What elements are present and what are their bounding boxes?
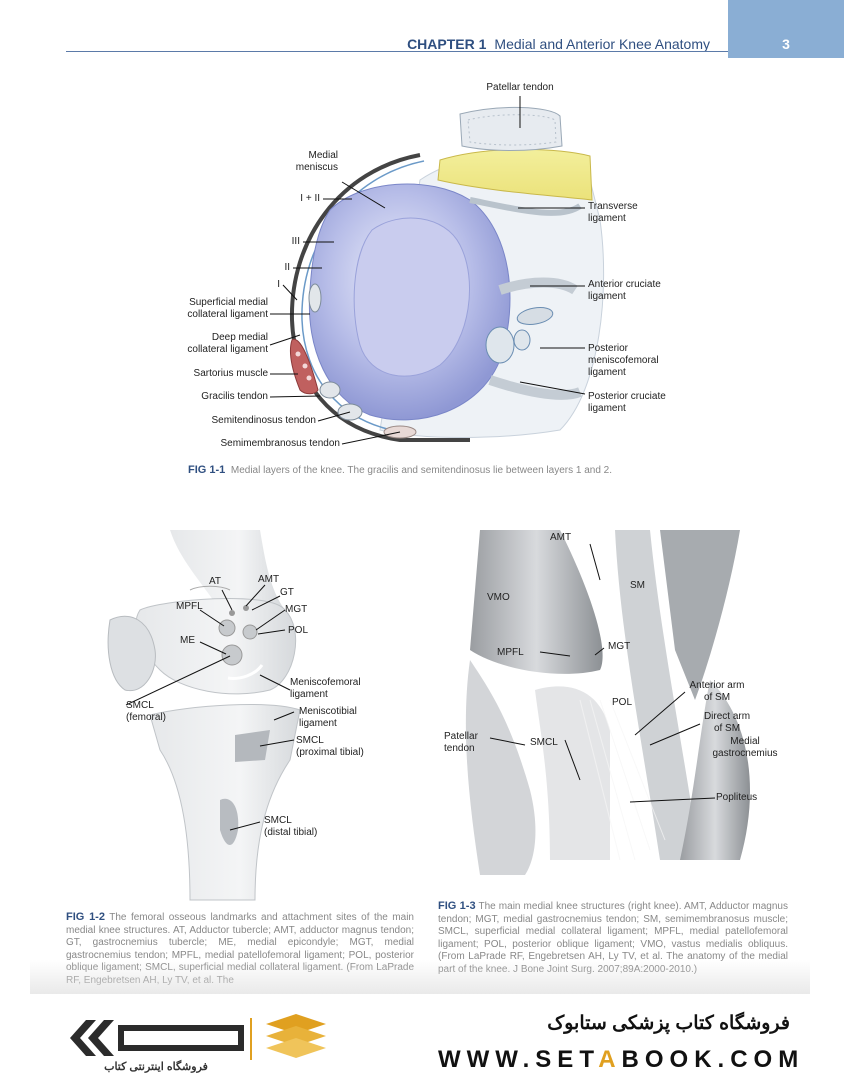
logo-subtitle: فروشگاه اینترنتی کتاب (104, 1061, 208, 1073)
fig1-caption-text: Medial layers of the knee. The gracilis … (230, 465, 613, 476)
label-smcl-distal-2: (distal tibial) (264, 827, 318, 838)
label-gt: GT (280, 587, 294, 598)
label-pol: POL (612, 697, 633, 708)
store-name: فروشگاه کتاب پزشکی ستابوک (547, 1013, 790, 1034)
label-transverse-1: Transverse (588, 201, 638, 212)
label-pcl-1: Posterior cruciate (588, 391, 666, 402)
label-mtl-2: ligament (299, 718, 337, 729)
label-direct-arm-1: Direct arm (703, 711, 751, 722)
chapter-label: CHAPTER 1 (407, 36, 487, 52)
label-patellar-tendon: Patellar tendon (486, 82, 554, 93)
label-smcl-1: Superficial medial (189, 297, 268, 308)
label-semitendinosus: Semitendinosus tendon (211, 415, 316, 426)
label-mgt: MGT (608, 641, 631, 652)
label-gracilis: Gracilis tendon (201, 391, 268, 402)
label-mfl-2: ligament (290, 689, 328, 700)
label-medial-meniscus-1: Medial (308, 150, 338, 161)
label-anterior-arm-2: of SM (703, 692, 731, 703)
label-smcl-femoral-1: SMCL (126, 700, 154, 711)
footer-fade (30, 960, 810, 1000)
label-patellar-1: Patellar (444, 731, 478, 742)
label-pcl-2: ligament (588, 403, 626, 414)
fig1-caption: FIG 1-1 Medial layers of the knee. The g… (188, 464, 788, 478)
header-rule (66, 51, 728, 52)
label-pmfl-1: Posterior (588, 343, 629, 354)
label-layer-iii: III (291, 236, 300, 247)
label-acl-1: Anterior cruciate (588, 279, 661, 290)
footer-band (0, 994, 844, 1080)
label-smcl-proximal-2: (proximal tibial) (296, 747, 364, 758)
fig2-illustration (107, 530, 301, 901)
setabook-logo (70, 1014, 326, 1060)
label-layer-i-ii: I + II (300, 193, 320, 204)
label-mfl-1: Meniscofemoral (290, 677, 361, 688)
label-smcl-femoral-2: (femoral) (126, 712, 167, 723)
label-mpfl: MPFL (497, 647, 524, 658)
label-patellar-2: tendon (444, 743, 475, 754)
label-layer-i: I (277, 279, 280, 290)
label-amt: AMT (550, 532, 572, 543)
label-vmo: VMO (487, 592, 510, 603)
page-number: 3 (782, 36, 790, 52)
label-pmfl-2: meniscofemoral (588, 355, 659, 366)
label-amt: AMT (258, 574, 280, 585)
fig2-caption-label: FIG 1-2 (66, 911, 105, 923)
running-header: CHAPTER 1 Medial and Anterior Knee Anatom… (310, 36, 710, 52)
label-smcl-distal-1: SMCL (264, 815, 292, 826)
label-medial-meniscus-2: meniscus (295, 162, 338, 173)
label-layer-ii: II (284, 262, 290, 273)
label-anterior-arm-1: Anterior arm (689, 680, 745, 691)
label-mtl-1: Meniscotibial (299, 706, 357, 717)
label-at: AT (209, 576, 222, 587)
label-popliteus: Popliteus (716, 792, 758, 803)
label-pmfl-3: ligament (588, 367, 626, 378)
label-acl-2: ligament (588, 291, 626, 302)
label-direct-arm-2: of SM (713, 723, 741, 734)
label-pol: POL (288, 625, 309, 636)
fig3-illustration (465, 530, 750, 875)
label-me: ME (180, 635, 195, 646)
label-dmcl-2: collateral ligament (187, 344, 268, 355)
store-url[interactable]: WWW.SETABOOK.COM (438, 1046, 798, 1074)
store-url-part1: WWW.SET (438, 1046, 599, 1073)
fig3-caption-label: FIG 1-3 (438, 900, 476, 912)
label-sm: SM (630, 580, 645, 591)
label-mgt: MGT (285, 604, 308, 615)
store-url-part2: BOOK.COM (621, 1046, 805, 1073)
page-number-tab (728, 0, 844, 58)
label-smcl: SMCL (530, 737, 558, 748)
label-dmcl-1: Deep medial (211, 332, 268, 343)
label-sartorius: Sartorius muscle (193, 368, 268, 379)
label-smcl-proximal-1: SMCL (296, 735, 324, 746)
store-url-accent: A (598, 1046, 622, 1073)
label-transverse-2: ligament (588, 213, 626, 224)
chapter-title: Medial and Anterior Knee Anatomy (494, 36, 710, 52)
label-medial-gastroc-1: Medial (730, 736, 760, 747)
fig1-illustration (269, 96, 605, 445)
label-mpfl: MPFL (176, 601, 203, 612)
fig1-caption-label: FIG 1-1 (188, 464, 226, 476)
label-smcl-2: collateral ligament (187, 309, 268, 320)
label-medial-gastroc-2: gastrocnemius (712, 748, 778, 759)
label-semimembranosus: Semimembranosus tendon (220, 438, 340, 449)
